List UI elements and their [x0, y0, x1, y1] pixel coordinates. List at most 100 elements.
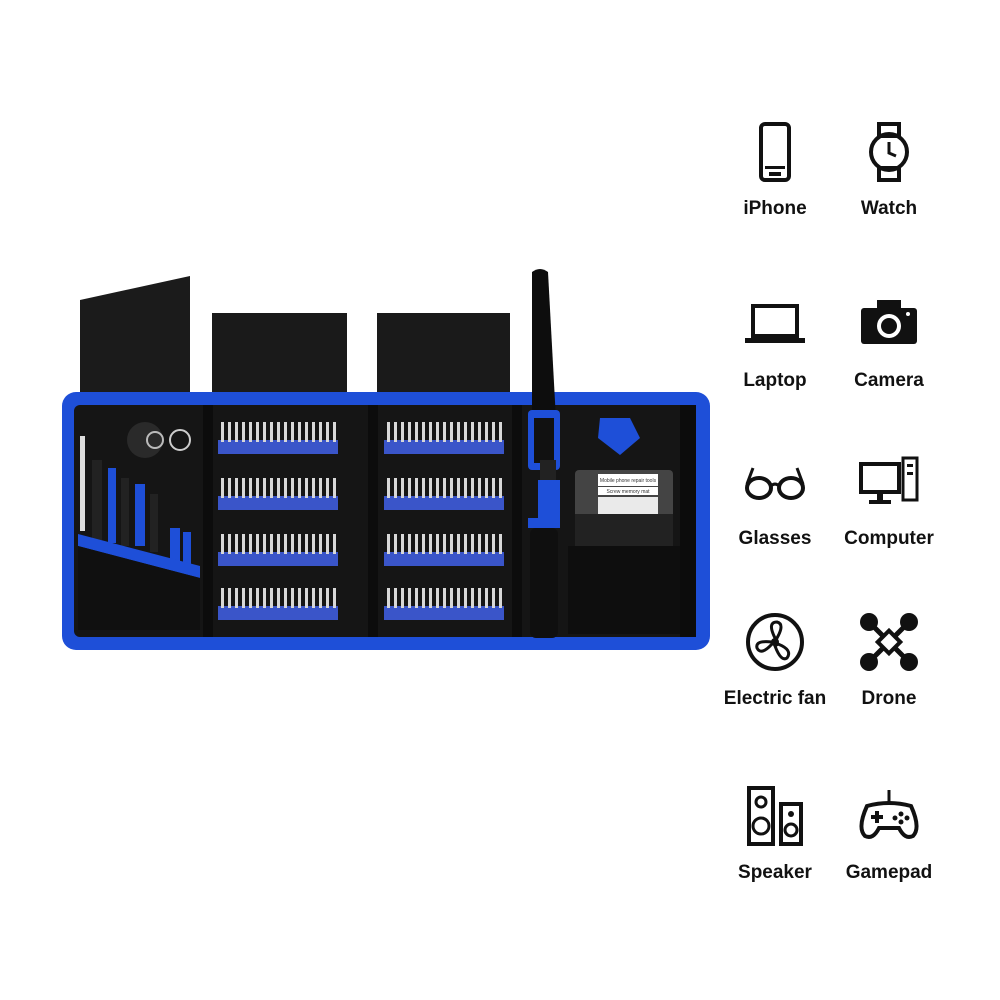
bit — [464, 588, 467, 608]
bit — [312, 534, 315, 554]
bit — [471, 478, 474, 498]
bit — [228, 422, 231, 442]
bit-rows — [218, 422, 504, 620]
bit — [436, 422, 439, 442]
bit — [499, 478, 502, 498]
bit — [284, 478, 287, 498]
gamepad-icon — [859, 790, 919, 839]
watch-icon — [869, 122, 909, 182]
bit — [492, 422, 495, 442]
bit — [436, 534, 439, 554]
screwdriver — [528, 269, 560, 638]
bit — [450, 478, 453, 498]
bit — [422, 588, 425, 608]
bit — [326, 534, 329, 554]
mat-subtitle: Screw memory mat — [606, 489, 650, 495]
laptop-icon — [745, 304, 805, 343]
device-drone: Drone — [824, 610, 954, 710]
device-speaker: Speaker — [710, 784, 840, 884]
bit — [408, 422, 411, 442]
bit-holder — [384, 552, 504, 566]
device-watch: Watch — [824, 120, 954, 220]
device-electric-fan: Electric fan — [710, 610, 840, 710]
bit — [443, 422, 446, 442]
bit — [235, 534, 238, 554]
bit — [242, 422, 245, 442]
bit — [415, 588, 418, 608]
bit — [270, 588, 273, 608]
bit — [319, 478, 322, 498]
bit — [499, 534, 502, 554]
spudgers — [80, 436, 191, 570]
bit — [478, 422, 481, 442]
device-laptop: Laptop — [710, 292, 840, 392]
bit — [485, 478, 488, 498]
bit — [436, 478, 439, 498]
bit — [485, 422, 488, 442]
bit — [492, 588, 495, 608]
bit — [221, 478, 224, 498]
bit-holder — [384, 606, 504, 620]
bit — [401, 534, 404, 554]
bit-holder — [384, 440, 504, 454]
bit — [387, 478, 390, 498]
bit — [235, 422, 238, 442]
bit — [298, 588, 301, 608]
speaker-icon — [747, 786, 803, 846]
bit — [263, 588, 266, 608]
bit — [478, 534, 481, 554]
bit — [298, 534, 301, 554]
bit — [450, 588, 453, 608]
bit — [464, 422, 467, 442]
bit — [305, 422, 308, 442]
bit — [443, 588, 446, 608]
device-label: Laptop — [743, 370, 807, 391]
bit — [249, 588, 252, 608]
bit — [277, 478, 280, 498]
bit — [312, 588, 315, 608]
bit — [394, 588, 397, 608]
bit — [457, 534, 460, 554]
bit — [457, 422, 460, 442]
device-gamepad: Gamepad — [824, 784, 954, 884]
bit — [464, 534, 467, 554]
bit — [277, 534, 280, 554]
fan-icon — [746, 613, 804, 671]
bit — [284, 422, 287, 442]
bit — [228, 588, 231, 608]
mat-title: Mobile phone repair tools — [600, 478, 657, 484]
bit — [263, 478, 266, 498]
screw-mat: Mobile phone repair tools Screw memory m… — [575, 470, 673, 554]
bit — [429, 478, 432, 498]
bit — [291, 588, 294, 608]
bit — [422, 422, 425, 442]
bit — [422, 534, 425, 554]
bit — [401, 422, 404, 442]
bit — [450, 534, 453, 554]
bit — [333, 588, 336, 608]
bit — [471, 422, 474, 442]
bit — [408, 478, 411, 498]
bit — [326, 422, 329, 442]
bit — [249, 422, 252, 442]
left-flap — [80, 276, 190, 420]
bit — [249, 478, 252, 498]
bit — [387, 422, 390, 442]
phone-icon — [759, 122, 791, 182]
bit — [326, 478, 329, 498]
device-label: Glasses — [738, 528, 812, 549]
drone-icon — [860, 613, 918, 671]
device-glasses: Glasses — [710, 450, 840, 550]
bit — [478, 478, 481, 498]
bit — [394, 534, 397, 554]
bit — [499, 422, 502, 442]
right-pocket — [568, 546, 680, 634]
bit — [499, 588, 502, 608]
bit — [471, 534, 474, 554]
bit — [298, 422, 301, 442]
bit-holder — [384, 496, 504, 510]
bit — [221, 422, 224, 442]
sim-tool-holder — [127, 422, 163, 458]
bit — [256, 588, 259, 608]
repair-kit-image: Mobile phone repair tools Screw memory m… — [62, 269, 710, 650]
